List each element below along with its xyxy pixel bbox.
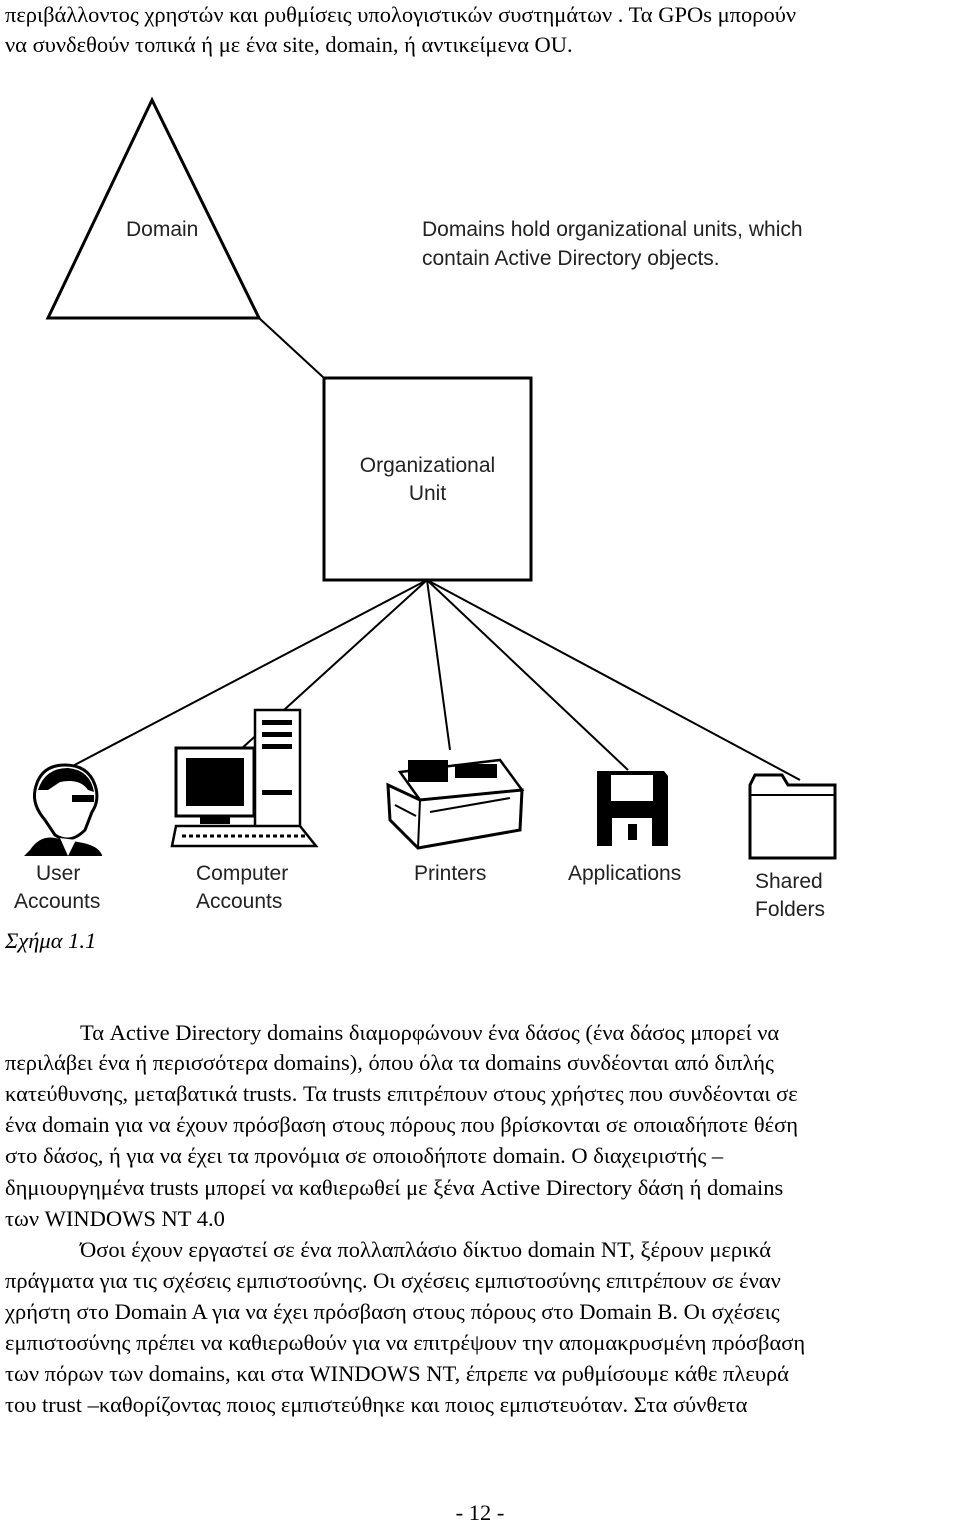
body-line: των πόρων των domains, και στα WINDOWS N… [5, 1361, 789, 1386]
printer-icon [386, 758, 525, 850]
body-line: χρήστη στο Domain A για να έχει πρόσβαση… [5, 1299, 780, 1324]
user-accounts-label-line-1: User [36, 862, 81, 885]
floppy-disk-icon [597, 771, 668, 846]
body-line: του trust –καθορίζοντας ποιος εμπιστεύθη… [5, 1392, 748, 1417]
body-line: των WINDOWS NT 4.0 [5, 1206, 225, 1231]
diagram-description-line-1: Domains hold organizational units, which [422, 218, 803, 241]
body-line: στο δάσος, ή για να έχει τα προνόμια σε … [5, 1143, 724, 1168]
top-text-line-1: περιβάλλοντος χρηστών και ρυθμίσεις υπολ… [5, 2, 797, 27]
shared-folders-label-line-1: Shared [755, 870, 823, 893]
body-line: Τα Active Directory domains διαμορφώνουν… [80, 1020, 780, 1045]
body-line: πράγματα για τις σχέσεις εμπιστοσύνης. Ο… [5, 1268, 781, 1293]
body-line: περιλάβει ένα ή περισσότερα domains), όπ… [5, 1050, 774, 1075]
body-line: εμπιστοσύνης πρέπει να καθιερωθούν για ν… [5, 1330, 806, 1355]
ou-object-connectors [64, 579, 801, 781]
user-icon [24, 763, 102, 856]
computer-accounts-label-line-2: Accounts [196, 890, 283, 913]
folder-icon [748, 773, 837, 860]
body-line: κατεύθυνσης, μεταβατικά trusts. Τα trust… [5, 1081, 798, 1106]
shared-folders-label-line-2: Folders [755, 898, 826, 921]
domain-triangle [45, 96, 262, 320]
body-line: ένα domain για να έχουν πρόσβαση στους π… [5, 1112, 798, 1137]
computer-icon [170, 708, 319, 848]
ou-label-line-1: Organizational [359, 454, 496, 477]
ou-label-line-2: Unit [408, 482, 447, 505]
top-text-line-2: να συνδεθούν τοπικά ή με ένα site, domai… [5, 32, 573, 57]
applications-label: Applications [568, 862, 682, 885]
page-number: - 12 - [455, 1500, 505, 1525]
diagram-description-line-2: contain Active Directory objects. [422, 247, 720, 270]
user-accounts-label-line-2: Accounts [14, 890, 101, 913]
printers-label: Printers [414, 862, 487, 885]
domain-label: Domain [126, 218, 199, 241]
active-directory-diagram [24, 96, 837, 860]
computer-accounts-label-line-1: Computer [196, 862, 289, 885]
body-line: δημιουργημένα trusts μπορεί να καθιερωθε… [5, 1175, 784, 1200]
domain-ou-connector [258, 317, 325, 379]
figure-caption: Σχήμα 1.1 [5, 928, 97, 953]
body-line: Όσοι έχουν εργαστεί σε ένα πολλαπλάσιο δ… [80, 1237, 772, 1262]
ou-box [322, 376, 533, 582]
